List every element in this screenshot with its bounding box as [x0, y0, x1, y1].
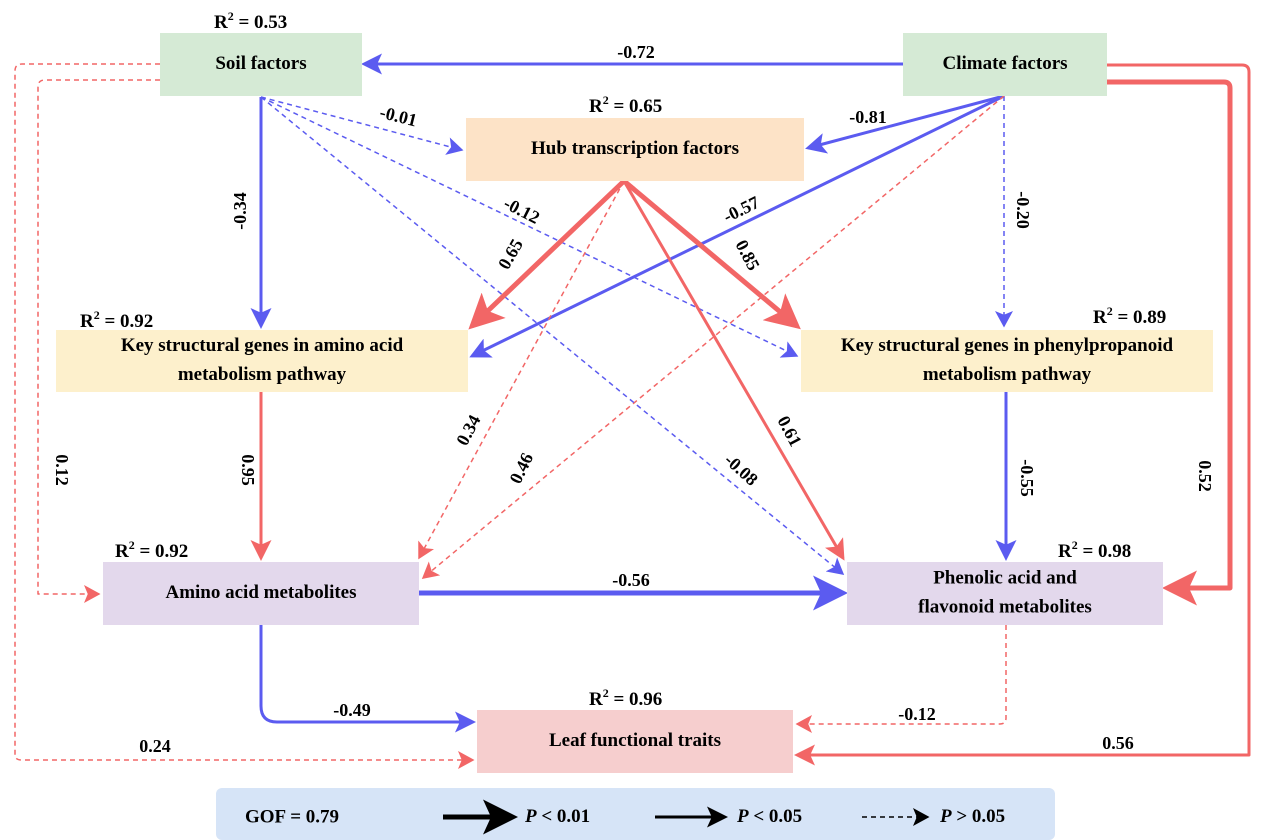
r2-label: R2 = 0.53 [214, 9, 287, 33]
node-amino-genes: Key structural genes in amino acid metabo… [56, 308, 468, 392]
legend: GOF = 0.79 P < 0.01 P < 0.05 P > 0.05 [216, 788, 1055, 840]
node-label: Soil factors [215, 53, 306, 74]
coef-climate-to-hub: -0.81 [849, 107, 887, 127]
path-hub-to-phenolic [622, 180, 845, 561]
path-climate-to-leaf [794, 63, 1251, 766]
legend-label: P > 0.05 [939, 806, 1005, 827]
node-amino-met: Amino acid metabolites R2 = 0.92 [103, 538, 419, 625]
node-label: metabolism pathway [923, 364, 1092, 385]
coef-climate-to-amino_met: 0.46 [505, 450, 537, 487]
coef-soil-to-amino_genes: -0.34 [230, 192, 250, 230]
coef-climate-to-soil: -0.72 [617, 42, 655, 62]
path-climate-to-hub [805, 94, 1005, 154]
coef-phenyl_genes-to-phenolic: -0.55 [1017, 459, 1037, 497]
node-box [160, 33, 362, 96]
path-soil-to-hub [260, 96, 464, 155]
legend-label: P < 0.01 [524, 806, 590, 827]
node-box [477, 710, 793, 773]
path-hub-to-phenyl_genes [622, 179, 801, 330]
node-label: Amino acid metabolites [165, 582, 356, 603]
path-amino_met-to-leaf [259, 625, 476, 733]
node-box [466, 118, 804, 181]
coef-soil-to-amino_met: 0.12 [52, 454, 72, 486]
r2-label: R2 = 0.89 [1093, 304, 1166, 328]
coef-hub-to-amino_genes: 0.65 [494, 235, 527, 272]
coef-climate-to-amino_genes: -0.57 [720, 192, 762, 226]
r2-label: R2 = 0.65 [589, 93, 662, 117]
node-climate: Climate factors [903, 33, 1107, 96]
path-soil-to-amino_met [37, 79, 160, 603]
path-climate-to-amino_genes [469, 94, 1005, 358]
coef-climate-to-leaf: 0.56 [1102, 733, 1134, 753]
gof-label: GOF = 0.79 [245, 806, 339, 827]
coef-hub-to-amino_met: 0.34 [452, 412, 484, 449]
path-climate-to-phenolic [1107, 79, 1233, 606]
node-box [801, 330, 1213, 392]
legend-background [216, 788, 1055, 840]
coef-soil-to-phenolic: -0.08 [721, 450, 762, 490]
node-leaf: Leaf functional traits R2 = 0.96 [477, 686, 793, 773]
coef-soil-to-leaf: 0.24 [139, 736, 171, 756]
legend-label: P < 0.05 [736, 806, 802, 827]
node-label: flavonoid metabolites [918, 596, 1092, 617]
node-phenolic: Phenolic acid and flavonoid metabolites R2… [847, 538, 1163, 625]
r2-label: R2 = 0.92 [115, 538, 188, 562]
path-soil-to-phenyl_genes [260, 96, 799, 358]
node-soil: Soil factors R2 = 0.53 [160, 9, 362, 96]
path-phenolic-to-leaf [795, 625, 1007, 733]
node-phenyl-genes: Key structural genes in phenylpropanoid m… [801, 304, 1213, 392]
coef-climate-to-phenolic: 0.52 [1195, 460, 1215, 492]
coef-hub-to-phenyl_genes: 0.85 [731, 237, 763, 274]
node-box [847, 562, 1163, 625]
coef-climate-to-phenyl_genes: -0.20 [1013, 191, 1033, 229]
node-label: Key structural genes in phenylpropanoid [841, 335, 1174, 356]
node-box [903, 33, 1107, 96]
node-box [103, 562, 419, 625]
node-label: Leaf functional traits [549, 730, 721, 751]
node-label: Climate factors [942, 53, 1067, 74]
coef-amino_genes-to-amino_met: 0.95 [238, 454, 258, 486]
path-hub-to-amino_genes [468, 179, 626, 330]
node-label: metabolism pathway [178, 364, 347, 385]
node-label: Hub transcription factors [531, 138, 739, 159]
r2-label: R2 = 0.98 [1058, 538, 1131, 562]
node-label: Key structural genes in amino acid [121, 335, 404, 356]
coef-soil-to-hub: -0.01 [378, 102, 419, 130]
coef-phenolic-to-leaf: -0.12 [898, 704, 936, 724]
r2-label: R2 = 0.96 [589, 686, 662, 710]
node-box [56, 330, 468, 392]
r2-label: R2 = 0.92 [80, 308, 153, 332]
path-soil-to-leaf [14, 63, 475, 769]
node-label: Phenolic acid and [933, 567, 1077, 588]
coef-amino_met-to-leaf: -0.49 [333, 700, 371, 720]
coef-amino_met-to-phenolic: -0.56 [612, 570, 650, 590]
node-hub: Hub transcription factors R2 = 0.65 [466, 93, 804, 181]
